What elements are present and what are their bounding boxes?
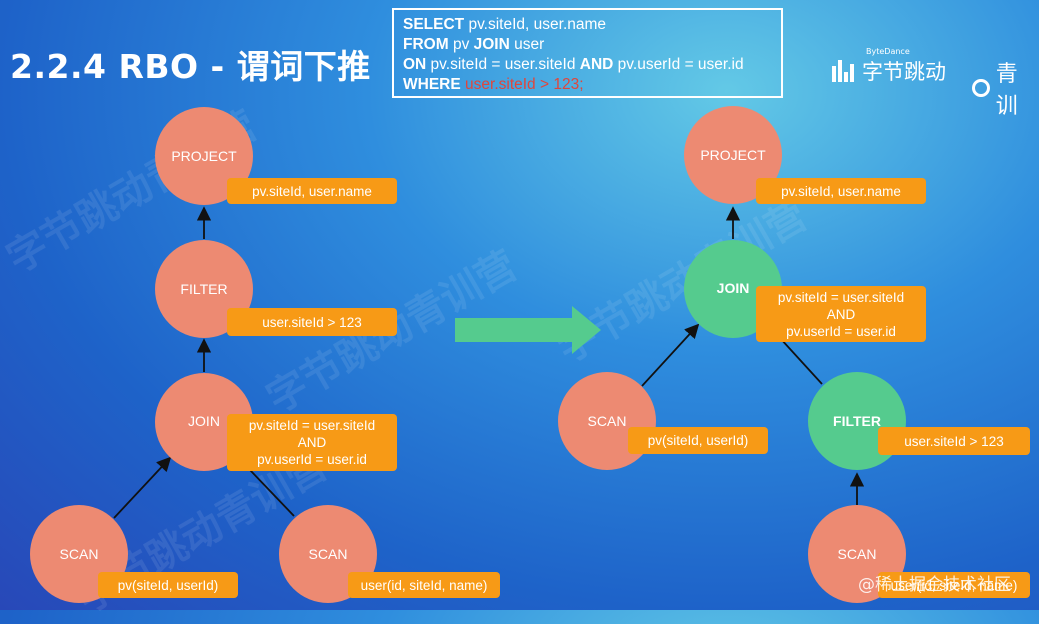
footer-watermark: @稀土掘金技术社区 [858,575,1011,595]
sql-line-on: ON pv.siteId = user.siteId AND pv.userId… [403,56,744,73]
qingxun-text: 青训 [995,62,1018,119]
before-project-label: pv.siteId, user.name [227,178,397,204]
qingxun-logo: 青训 [972,56,1039,120]
bytedance-small-text: ByteDance [866,47,910,56]
before-filter-label: user.siteId > 123 [227,308,397,336]
bytedance-mark-icon [832,60,854,82]
edge-scan-user-to-join [249,469,295,517]
before-join-label: pv.siteId = user.siteId AND pv.userId = … [227,414,397,471]
sql-line-where: WHERE user.siteId > 123; [403,76,584,93]
after-join-label: pv.siteId = user.siteId AND pv.userId = … [756,286,926,342]
qingxun-mark-icon [972,79,990,97]
after-filter-label: user.siteId > 123 [878,427,1030,455]
where-condition: user.siteId > 123 [465,76,580,93]
before-scan-user-label: user(id, siteId, name) [348,572,500,598]
slide-title: 2.2.4 RBO - 谓词下推 [10,47,371,86]
sql-line-select: SELECT pv.siteId, user.name [403,16,607,33]
plan-edges [113,206,865,519]
after-scan-user-label: user(id, siteId, name) [878,572,1030,598]
bytedance-text: 字节跳动 [862,60,946,84]
bytedance-logo: ByteDance 字节跳动 [832,47,946,86]
sql-query-box: SELECT pv.siteId, user.name FROM pv JOIN… [392,8,783,98]
before-scan-pv-label: pv(siteId, userId) [98,572,238,598]
sql-line-from: FROM pv JOIN user [403,36,545,53]
after-scan-pv-node: SCAN [558,372,656,470]
edge-scan-pv-to-join [113,456,172,519]
after-scan-pv-label: pv(siteId, userId) [628,427,768,454]
after-project-label: pv.siteId, user.name [756,178,926,204]
after-filter-node: FILTER [808,372,906,470]
edge-filter-to-join-after [779,337,823,385]
transform-arrow-icon [455,306,601,354]
edge-scan-pv-to-join-after [641,323,700,387]
